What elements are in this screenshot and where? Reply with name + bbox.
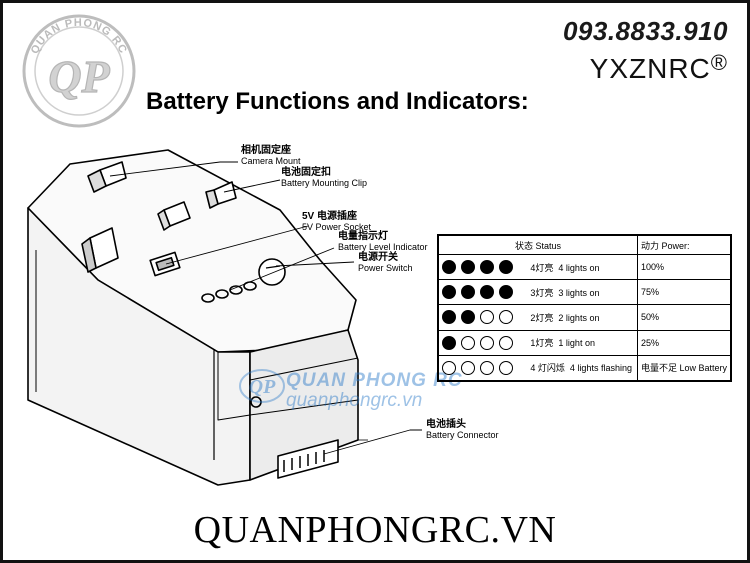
- light-off-icon: [442, 360, 456, 375]
- callout-battery-connector-en: Battery Connector: [426, 430, 499, 440]
- power-cell: 电量不足 Low Battery: [636, 354, 732, 382]
- watermark-line2: quanphongrc.vn: [286, 390, 423, 411]
- quan-phong-logo: QUAN PHONG RC QP: [22, 14, 136, 128]
- watermark-logo: QP: [239, 369, 285, 403]
- callout-battery-connector-zh: 电池插头: [426, 419, 466, 430]
- status-en: 3 lights on: [558, 287, 600, 298]
- callout-battery-level-indicator-zh: 电量指示灯: [338, 231, 388, 242]
- watermark-line1: QUAN PHONG RC: [286, 370, 463, 391]
- light-off-icon: [499, 335, 513, 350]
- callout-camera-mount: 相机固定座 Camera Mount: [241, 145, 301, 167]
- table-header-row: 状态 Status 动力 Power:: [438, 235, 732, 255]
- footer-website: QUANPHONGRC.VN: [193, 509, 557, 551]
- watermark-logo-letters: QP: [249, 376, 276, 398]
- light-off-icon: [480, 310, 494, 325]
- light-off-icon: [480, 360, 494, 375]
- callout-battery-level-indicator-en: Battery Level Indicator: [338, 242, 428, 252]
- callout-camera-mount-en: Camera Mount: [241, 156, 301, 166]
- light-off-icon: [499, 360, 513, 375]
- indicator-lights: [438, 253, 528, 281]
- light-off-icon: [461, 360, 475, 375]
- status-zh: 1灯亮: [530, 338, 554, 349]
- page-title: Battery Functions and Indicators:: [146, 88, 529, 115]
- light-on-icon: [461, 260, 475, 275]
- callout-power-socket: 5V 电源插座 5V Power Socket: [302, 211, 372, 233]
- indicator-lights: [438, 354, 528, 382]
- power-header: 动力 Power:: [636, 235, 732, 255]
- phone-number: 093.8833.910: [562, 16, 728, 46]
- status-zh: 3灯亮: [530, 287, 554, 298]
- callout-battery-level-indicator: 电量指示灯 Battery Level Indicator: [338, 231, 428, 253]
- light-on-icon: [442, 335, 456, 350]
- registered-mark: ®: [710, 50, 728, 75]
- callout-battery-mounting-clip-en: Battery Mounting Clip: [281, 178, 368, 188]
- light-on-icon: [442, 285, 456, 300]
- light-on-icon: [442, 310, 456, 325]
- indicator-lights: [438, 329, 528, 356]
- light-on-icon: [499, 260, 513, 275]
- brand-text: YXZNRC: [589, 53, 711, 84]
- power-cell: 100%: [636, 253, 732, 281]
- callout-power-switch-zh: 电源开关: [358, 252, 398, 263]
- status-en: 1 light on: [558, 338, 595, 349]
- light-off-icon: [461, 335, 475, 350]
- callout-power-switch: 电源开关 Power Switch: [358, 252, 413, 274]
- indicator-lights: [438, 279, 528, 306]
- status-header: 状态 Status: [438, 235, 638, 255]
- light-on-icon: [499, 285, 513, 300]
- callout-camera-mount-zh: 相机固定座: [241, 145, 291, 156]
- callout-battery-connector: 电池插头 Battery Connector: [426, 419, 499, 441]
- status-cell: 3灯亮 3 lights on: [527, 279, 638, 306]
- callout-power-socket-en: 5V Power Socket: [302, 222, 372, 232]
- status-cell: 2灯亮 2 lights on: [527, 304, 638, 331]
- status-cell: 4灯亮 4 lights on: [527, 253, 638, 281]
- callout-power-socket-zh: 5V 电源插座: [302, 211, 358, 222]
- status-en: 2 lights on: [558, 312, 600, 323]
- status-cell: 1灯亮 1 light on: [527, 329, 638, 356]
- light-on-icon: [461, 285, 475, 300]
- status-cell: 4 灯闪烁 4 lights flashing: [527, 354, 638, 382]
- status-zh: 4灯亮: [530, 262, 554, 273]
- power-cell: 25%: [636, 329, 732, 356]
- callout-battery-mounting-clip-zh: 电池固定扣: [281, 167, 331, 178]
- callout-power-switch-en: Power Switch: [358, 263, 413, 273]
- light-on-icon: [480, 260, 494, 275]
- light-off-icon: [499, 310, 513, 325]
- brand-name: YXZNRC®: [590, 50, 728, 85]
- logo-letters: QP: [48, 51, 110, 102]
- status-en: 4 lights on: [558, 262, 600, 273]
- battery-drawing: [27, 149, 422, 486]
- callout-battery-mounting-clip: 电池固定扣 Battery Mounting Clip: [281, 167, 368, 189]
- light-on-icon: [480, 285, 494, 300]
- light-on-icon: [442, 260, 456, 275]
- indicator-lights: [438, 304, 528, 331]
- status-zh: 4 灯闪烁: [530, 363, 565, 374]
- power-cell: 75%: [636, 279, 732, 306]
- light-on-icon: [461, 310, 475, 325]
- status-zh: 2灯亮: [530, 312, 554, 323]
- power-cell: 50%: [636, 304, 732, 331]
- status-en: 4 lights flashing: [569, 363, 632, 374]
- light-off-icon: [480, 335, 494, 350]
